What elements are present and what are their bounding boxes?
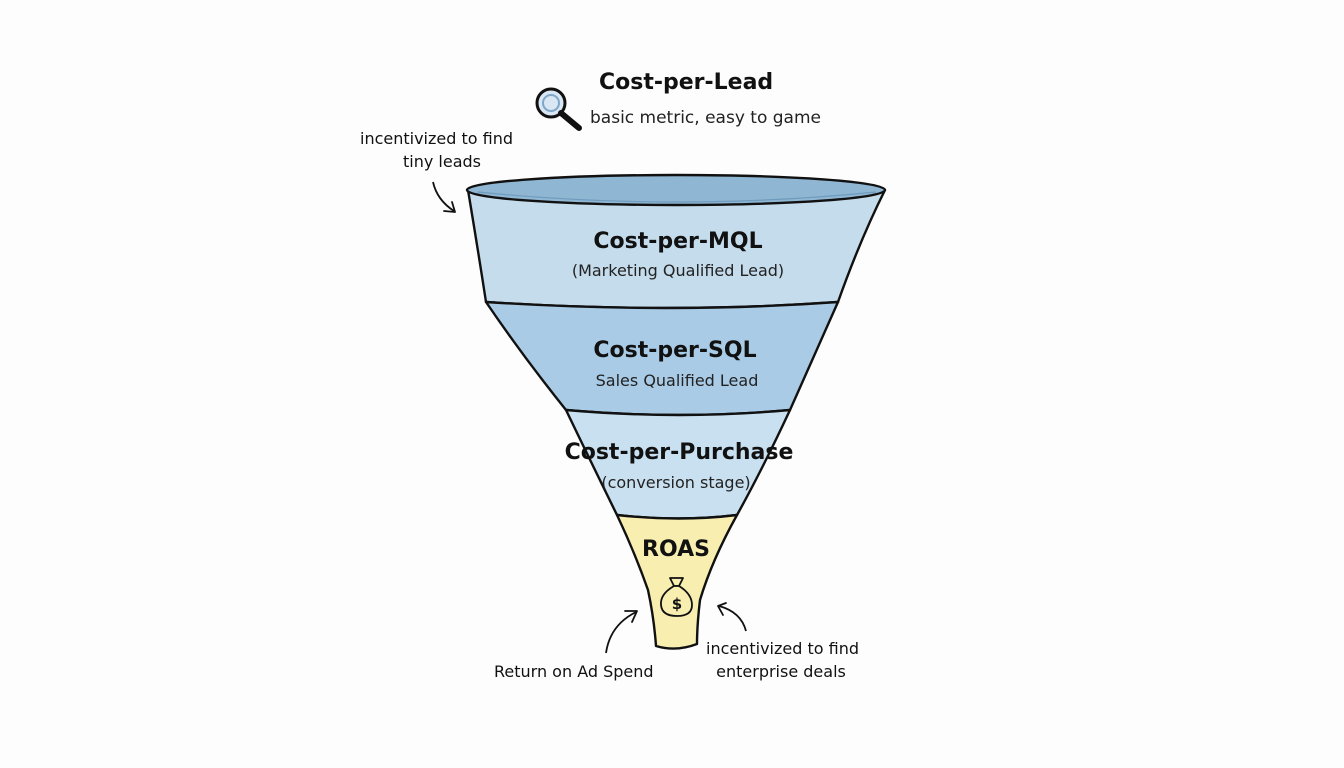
stage-purchase-subtitle: (conversion stage) <box>601 473 751 492</box>
note-bottom-right-line-1: incentivized to find <box>706 639 860 658</box>
header-title: Cost-per-Lead <box>599 70 774 95</box>
magnifier-icon <box>535 87 582 131</box>
note-bottom-right: incentivized to find enterprise deals <box>706 637 860 683</box>
stage-sql-title: Cost-per-SQL <box>593 338 757 363</box>
note-top-left-line-2: tiny leads <box>403 152 481 172</box>
funnel-segment-purchase <box>564 408 792 520</box>
stage-roas-title: ROAS <box>642 537 710 562</box>
stage-sql-subtitle: Sales Qualified Lead <box>595 371 759 390</box>
header-subtitle: basic metric, easy to game <box>590 108 821 128</box>
note-bottom-right-line-2: enterprise deals <box>716 662 846 682</box>
note-bottom-left: Return on Ad Spend <box>494 660 654 683</box>
svg-text:$: $ <box>672 595 682 613</box>
note-top-left-line-1: incentivized to find <box>360 129 514 148</box>
stage-mql-subtitle: (Marketing Qualified Lead) <box>571 261 785 280</box>
funnel-segment-sql <box>484 300 840 417</box>
funnel-rim-inner <box>477 191 877 203</box>
note-top-left: incentivized to find tiny leads <box>360 127 514 173</box>
funnel-rim <box>465 173 887 207</box>
arrow-top-left <box>432 181 456 213</box>
stage-purchase-title: Cost-per-Purchase <box>564 440 794 465</box>
note-bottom-left-line-1: Return on Ad Spend <box>494 662 654 681</box>
arrow-bottom-right <box>717 602 747 632</box>
stage-mql-title: Cost-per-MQL <box>593 229 763 254</box>
arrow-bottom-left <box>605 610 638 654</box>
money-bag-icon: $ <box>660 577 693 617</box>
